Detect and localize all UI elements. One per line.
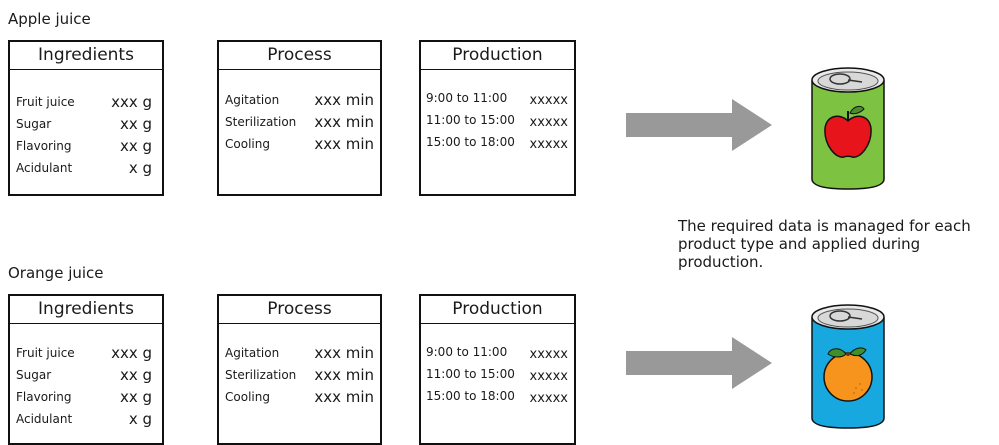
apple-ingredient-row: Sugar xx g bbox=[10, 112, 162, 136]
apple-juice-title: Apple juice bbox=[8, 10, 91, 28]
process-name: Agitation bbox=[225, 346, 280, 360]
ingredient-name: Flavoring bbox=[16, 390, 72, 404]
production-time: 9:00 to 11:00 bbox=[426, 91, 508, 105]
orange-process-panel: Process Agitation xxx min Sterilization … bbox=[217, 294, 382, 445]
apple-process-row: Sterilization xxx min bbox=[219, 110, 380, 134]
ingredient-name: Flavoring bbox=[16, 139, 72, 153]
ingredient-value: xx g bbox=[119, 137, 152, 155]
ingredient-value: xxx g bbox=[111, 344, 152, 362]
process-value: xxx min bbox=[314, 344, 374, 362]
apple-juice-can-icon bbox=[811, 67, 885, 190]
process-value: xxx min bbox=[314, 135, 374, 153]
production-time: 11:00 to 15:00 bbox=[426, 367, 515, 381]
orange-production-row: 9:00 to 11:00 xxxxx bbox=[421, 340, 574, 364]
ingredient-name: Acidulant bbox=[16, 412, 73, 426]
apple-ingredient-row: Flavoring xx g bbox=[10, 134, 162, 158]
process-name: Sterilization bbox=[225, 115, 297, 129]
ingredient-value: xx g bbox=[119, 115, 152, 133]
apple-production-heading: Production bbox=[421, 42, 574, 70]
production-value: xxxxx bbox=[529, 347, 568, 362]
orange-process-heading: Process bbox=[219, 296, 380, 324]
process-name: Agitation bbox=[225, 93, 280, 107]
ingredient-value: x g bbox=[128, 159, 152, 177]
ingredient-value: xxx g bbox=[111, 93, 152, 111]
right-arrow-icon bbox=[626, 337, 772, 389]
apple-production-row: 9:00 to 11:00 xxxxx bbox=[421, 86, 574, 110]
orange-ingredients-heading: Ingredients bbox=[10, 296, 162, 324]
orange-ingredient-row: Flavoring xx g bbox=[10, 385, 162, 409]
caption-text: The required data is managed for each pr… bbox=[678, 217, 971, 271]
apple-process-row: Agitation xxx min bbox=[219, 88, 380, 112]
process-name: Cooling bbox=[225, 390, 270, 404]
apple-ingredients-panel: Ingredients Fruit juice xxx g Sugar xx g… bbox=[8, 40, 164, 196]
process-value: xxx min bbox=[314, 388, 374, 406]
production-time: 15:00 to 18:00 bbox=[426, 135, 515, 149]
production-time: 9:00 to 11:00 bbox=[426, 345, 508, 359]
ingredient-value: xx g bbox=[119, 388, 152, 406]
production-value: xxxxx bbox=[529, 115, 568, 130]
ingredient-name: Fruit juice bbox=[16, 346, 75, 360]
apple-production-row: 11:00 to 15:00 xxxxx bbox=[421, 108, 574, 132]
apple-production-panel: Production 9:00 to 11:00 xxxxx 11:00 to … bbox=[419, 40, 576, 196]
orange-production-row: 11:00 to 15:00 xxxxx bbox=[421, 362, 574, 386]
production-time: 15:00 to 18:00 bbox=[426, 389, 515, 403]
orange-production-panel: Production 9:00 to 11:00 xxxxx 11:00 to … bbox=[419, 294, 576, 445]
apple-production-row: 15:00 to 18:00 xxxxx bbox=[421, 130, 574, 154]
orange-ingredient-row: Acidulant x g bbox=[10, 407, 162, 431]
process-value: xxx min bbox=[314, 366, 374, 384]
orange-process-row: Cooling xxx min bbox=[219, 385, 380, 409]
apple-ingredient-row: Acidulant x g bbox=[10, 156, 162, 180]
orange-juice-title: Orange juice bbox=[8, 264, 104, 282]
ingredient-name: Sugar bbox=[16, 368, 52, 382]
production-time: 11:00 to 15:00 bbox=[426, 113, 515, 127]
orange-ingredient-row: Sugar xx g bbox=[10, 363, 162, 387]
process-value: xxx min bbox=[314, 91, 374, 109]
apple-ingredient-row: Fruit juice xxx g bbox=[10, 90, 162, 114]
ingredient-value: x g bbox=[128, 410, 152, 428]
ingredient-value: xx g bbox=[119, 366, 152, 384]
orange-production-heading: Production bbox=[421, 296, 574, 324]
orange-ingredients-panel: Ingredients Fruit juice xxx g Sugar xx g… bbox=[8, 294, 164, 445]
orange-process-row: Agitation xxx min bbox=[219, 341, 380, 365]
production-value: xxxxx bbox=[529, 369, 568, 384]
apple-ingredients-heading: Ingredients bbox=[10, 42, 162, 70]
orange-process-row: Sterilization xxx min bbox=[219, 363, 380, 387]
apple-process-panel: Process Agitation xxx min Sterilization … bbox=[217, 40, 382, 196]
process-name: Cooling bbox=[225, 137, 270, 151]
orange-ingredient-row: Fruit juice xxx g bbox=[10, 341, 162, 365]
production-value: xxxxx bbox=[529, 391, 568, 406]
orange-juice-can-icon bbox=[811, 304, 885, 429]
production-value: xxxxx bbox=[529, 93, 568, 108]
process-value: xxx min bbox=[314, 113, 374, 131]
ingredient-name: Fruit juice bbox=[16, 95, 75, 109]
orange-production-row: 15:00 to 18:00 xxxxx bbox=[421, 384, 574, 408]
ingredient-name: Sugar bbox=[16, 117, 52, 131]
apple-process-heading: Process bbox=[219, 42, 380, 70]
ingredient-name: Acidulant bbox=[16, 161, 73, 175]
apple-process-row: Cooling xxx min bbox=[219, 132, 380, 156]
production-value: xxxxx bbox=[529, 137, 568, 152]
right-arrow-icon bbox=[626, 99, 772, 151]
process-name: Sterilization bbox=[225, 368, 297, 382]
